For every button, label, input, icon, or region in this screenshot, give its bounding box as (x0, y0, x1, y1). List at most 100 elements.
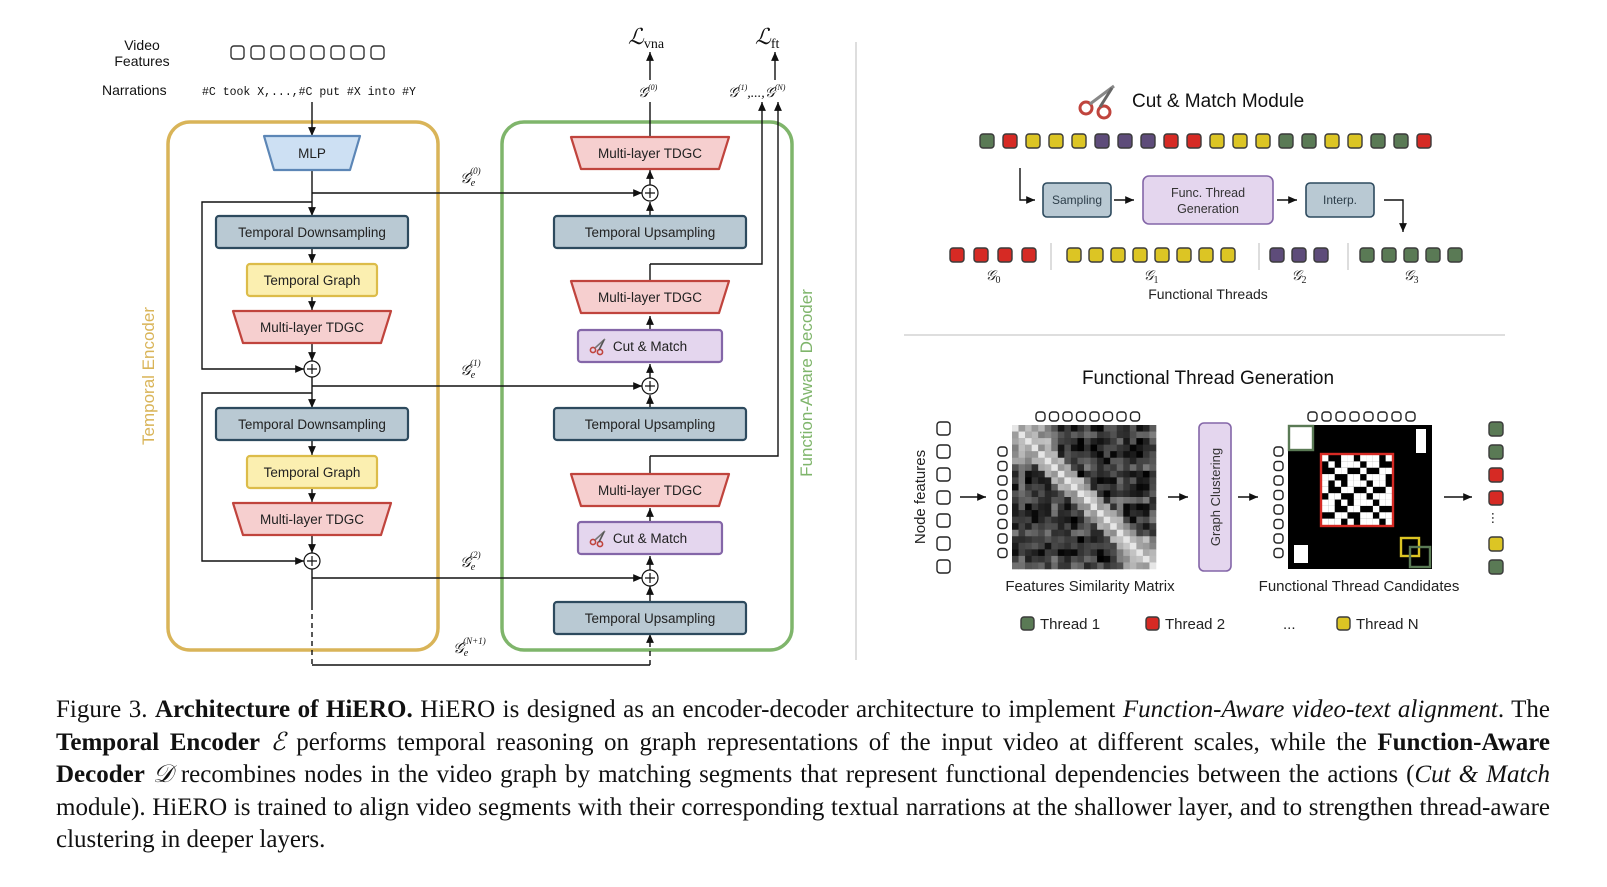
loss-vna: ℒvna (628, 24, 665, 52)
video-features-label: Video Features (114, 37, 169, 69)
decoder-tdgc-top-label: Multi-layer TDGC (598, 146, 702, 161)
temporal-upsampling-3-label: Temporal Upsampling (585, 611, 716, 626)
decoder-tdgc-2: Multi-layer TDGC (569, 472, 731, 508)
architecture-figure: Video Features Narrations #C took X,...,… (102, 24, 1505, 666)
sum-node-dec-3 (641, 569, 659, 587)
decoder-tdgc-1: Multi-layer TDGC (569, 279, 731, 315)
temporal-upsampling-3: Temporal Upsampling (552, 600, 748, 636)
output-thread-token (1488, 536, 1504, 552)
cut-match-arrows (1019, 168, 1407, 232)
caption-text-2: . The (1497, 696, 1551, 723)
temporal-graph-2-label: Temporal Graph (264, 465, 361, 480)
matrix-top-token (1075, 411, 1087, 422)
thread-token (1313, 247, 1329, 263)
cut-match-block-2: Cut & Match (576, 520, 724, 556)
temporal-upsampling-1-label: Temporal Upsampling (585, 225, 716, 240)
video-feature-token (330, 45, 345, 60)
candidates-left-token (1273, 547, 1284, 559)
caption-title: Architecture of HiERO. (154, 696, 413, 723)
sequence-token (1094, 133, 1110, 149)
matrix-left-token (997, 547, 1008, 559)
thread-token (1403, 247, 1419, 263)
function-aware-decoder-title: Function-Aware Decoder (797, 289, 816, 477)
video-features-label-line2: Features (114, 53, 169, 69)
temporal-downsampling-2: Temporal Downsampling (214, 406, 410, 442)
candidates-left-token (1273, 460, 1284, 472)
node-feature-token (936, 559, 951, 574)
sequence-token (1186, 133, 1202, 149)
output-thread-token (1488, 490, 1504, 506)
func-thread-generation-step: Func. Thread Generation (1142, 175, 1274, 225)
skip-label-1: 𝒢e(1) (460, 358, 481, 381)
cut-match-block-1: Cut & Match (576, 328, 724, 364)
functional-threads-caption: Functional Threads (1148, 286, 1268, 302)
caption-text-4: recombines nodes in the video graph by m… (172, 761, 1415, 788)
encoder-tdgc-1-label: Multi-layer TDGC (260, 320, 364, 335)
sum-node-dec-1 (641, 184, 659, 202)
thread-token (1291, 247, 1307, 263)
mlp-block: MLP (262, 134, 362, 172)
skip-label-2: 𝒢e(2) (460, 550, 481, 573)
thread-token (1269, 247, 1285, 263)
interp-step: Interp. (1305, 182, 1375, 218)
output-ellipsis: ... (1488, 512, 1505, 525)
sequence-token (1416, 133, 1432, 149)
thread-group-0: 𝒢0 (949, 247, 1037, 286)
matrix-left-token (997, 504, 1008, 515)
video-feature-token (250, 45, 265, 60)
legend-label: Thread 1 (1040, 616, 1100, 633)
candidates-top-token (1377, 411, 1388, 422)
output-g1-gn: 𝒢(1),...,𝒢(N) (728, 83, 786, 101)
legend-item: ... (1283, 616, 1296, 633)
video-feature-token (230, 45, 245, 60)
candidates-top-token (1321, 411, 1332, 422)
thread-token (1425, 247, 1441, 263)
candidates-left-token (1273, 533, 1284, 544)
candidates-left-token (1273, 489, 1284, 501)
thread-token (1381, 247, 1397, 263)
thread-token (1154, 247, 1170, 263)
sequence-token (1232, 133, 1248, 149)
temporal-downsampling-2-label: Temporal Downsampling (238, 417, 386, 432)
features-similarity-matrix (997, 411, 1157, 570)
thread-group-1: 𝒢1 (1066, 247, 1236, 286)
interp-step-label: Interp. (1323, 193, 1357, 207)
thread-token (1176, 247, 1192, 263)
sequence-token (1025, 133, 1041, 149)
legend-item: Thread 2 (1145, 616, 1225, 633)
matrix-left-token (997, 460, 1008, 472)
node-feature-tokens (936, 421, 951, 574)
sequence-token (1347, 133, 1363, 149)
graph-clustering-label: Graph Clustering (1208, 448, 1223, 546)
sequence-token (1071, 133, 1087, 149)
video-feature-token (310, 45, 325, 60)
encoder-tdgc-2: Multi-layer TDGC (231, 501, 393, 537)
sampling-step-label: Sampling (1052, 193, 1102, 207)
temporal-graph-1: Temporal Graph (245, 262, 379, 298)
node-feature-token (936, 467, 951, 482)
caption-text-5: module). HiERO is trained to align video… (56, 793, 1550, 854)
similarity-matrix-label: Features Similarity Matrix (1005, 578, 1175, 595)
sequence-token (979, 133, 995, 149)
output-thread-token (1488, 444, 1504, 460)
functional-thread-candidates-matrix (1273, 411, 1432, 569)
temporal-graph-1-label: Temporal Graph (264, 273, 361, 288)
thread-group-label: 𝒢0 (986, 269, 1001, 286)
thread-group-3: 𝒢3 (1359, 247, 1463, 286)
output-thread-token (1488, 559, 1504, 575)
thread-token (1198, 247, 1214, 263)
caption-encoder-symbol: ℰ (270, 728, 286, 756)
video-feature-token (350, 45, 365, 60)
thread-group-label: 𝒢3 (1404, 269, 1419, 286)
sequence-token (1140, 133, 1156, 149)
output-thread-token (1488, 467, 1504, 483)
encoder-skip-labels: 𝒢e(0) 𝒢e(1) 𝒢e(2) 𝒢e(N+1) (453, 166, 486, 659)
temporal-downsampling-1-label: Temporal Downsampling (238, 225, 386, 240)
scissors-icon (589, 530, 606, 548)
thread-group-2: 𝒢2 (1269, 247, 1329, 286)
graph-clustering-box: Graph Clustering (1198, 422, 1232, 572)
candidates-top-token (1363, 411, 1374, 422)
encoder-connections (201, 102, 654, 666)
candidates-left-token (1273, 446, 1284, 457)
caption-text-1: HiERO is designed as an encoder-decoder … (412, 696, 1123, 723)
